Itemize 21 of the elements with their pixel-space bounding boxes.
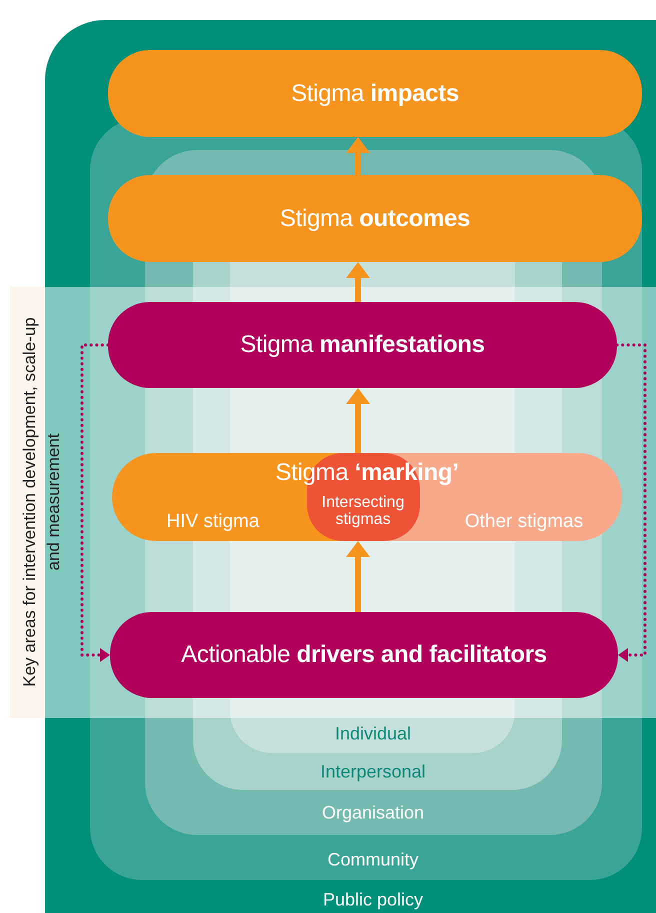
arrow: [346, 388, 370, 453]
stage-label: Stigma outcomes: [280, 204, 470, 232]
level-label: Community: [327, 850, 419, 870]
area-label: Intersecting stigmas: [320, 495, 406, 529]
level-label: Organisation: [322, 802, 424, 824]
area-label: HIV stigma: [166, 511, 260, 533]
level-label: Public policy: [322, 890, 424, 910]
level-label: Individual: [334, 724, 412, 744]
side-label: Key areas for intervention development, scale-up and measurement: [19, 316, 64, 689]
stage-label: Stigma manifestations: [240, 331, 485, 359]
area-label: Other stigmas: [464, 511, 584, 533]
arrow: [346, 541, 370, 612]
stage-label: Stigma ‘marking’: [275, 459, 459, 487]
level-label: Interpersonal: [320, 762, 426, 782]
dotted-arrow: [80, 344, 110, 662]
stage-label: Actionable drivers and facilitators: [181, 641, 547, 669]
arrow: [346, 262, 370, 302]
stage-label: Stigma impacts: [291, 80, 459, 108]
stage-box: [108, 175, 642, 262]
arrow: [346, 137, 370, 175]
dotted-arrow: [616, 344, 646, 662]
